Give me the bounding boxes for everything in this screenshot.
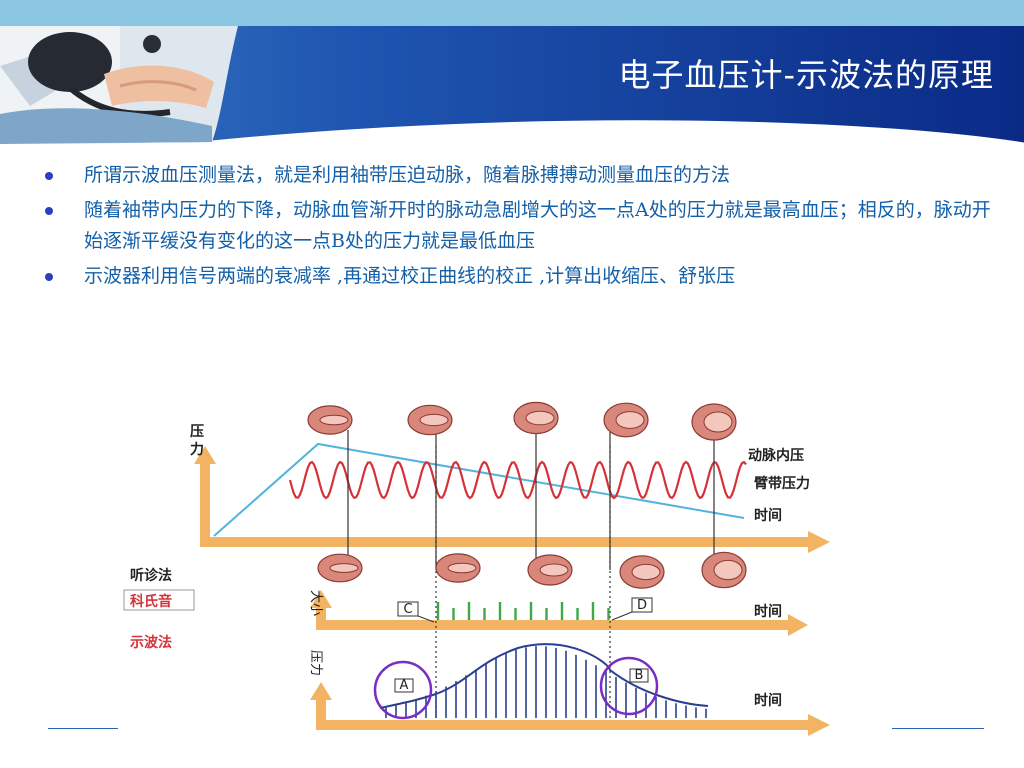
blood-pressure-photo	[0, 26, 238, 144]
bullet-item: 示波器利用信号两端的衰减率 ,再通过校正曲线的校正 ,计算出收缩压、舒张压	[44, 261, 994, 292]
cuff-pressure-line	[213, 442, 745, 537]
marker-a: A	[373, 660, 433, 720]
bullet-text: 随着袖带内压力的下降，动脉血管渐开时的脉动急剧增大的这一点A处的压力就是最高血压…	[84, 199, 991, 252]
auscultation-label: 听诊法	[130, 567, 172, 584]
oscillation-bars	[385, 646, 707, 718]
sound-axis-label: 大小	[308, 590, 323, 616]
marker-c-label: C	[403, 602, 412, 617]
time-axis-arrow	[200, 531, 830, 553]
artery-section-icon	[317, 553, 363, 583]
artery-section-icon	[603, 402, 649, 438]
artery-section-icon	[527, 554, 573, 586]
bullet-dot-icon	[45, 207, 53, 215]
pressure-axis-label-top: 压	[190, 424, 204, 440]
oscillometric-label: 示波法	[130, 634, 172, 651]
time-axis-arrow	[316, 714, 830, 736]
artery-section-icon	[701, 551, 747, 589]
time-label-1: 时间	[754, 507, 782, 524]
marker-d: D	[611, 597, 653, 621]
artery-section-icon	[619, 555, 665, 589]
artery-section-icon	[307, 405, 353, 435]
title-bar	[0, 26, 1024, 144]
artery-connectors	[347, 430, 715, 570]
sound-axis-arrow	[310, 590, 332, 630]
bullet-dot-icon	[45, 273, 53, 281]
bullet-list: 所谓示波血压测量法，就是利用袖带压迫动脉，随着脉搏搏动测量血压的方法 随着袖带内…	[44, 160, 994, 296]
marker-b-label: B	[635, 668, 644, 683]
korotkoff-bars	[436, 602, 610, 620]
pressure-axis-label-bottom: 力	[190, 441, 204, 458]
korotkoff-box	[123, 589, 195, 611]
slide-title: 电子血压计-示波法的原理	[618, 56, 994, 94]
artery-section-icon	[691, 403, 737, 441]
marker-c: C	[397, 601, 435, 623]
bullet-text: 所谓示波血压测量法，就是利用袖带压迫动脉，随着脉搏搏动测量血压的方法	[84, 164, 731, 186]
time-label-3: 时间	[754, 692, 782, 709]
footer-line-right	[892, 728, 984, 729]
top-band	[0, 0, 1024, 26]
pulse-wave	[288, 460, 747, 500]
marker-a-label: A	[400, 678, 409, 693]
amplitude-axis-arrow	[310, 682, 332, 730]
bullet-item: 所谓示波血压测量法，就是利用袖带压迫动脉，随着脉搏搏动测量血压的方法	[44, 160, 994, 191]
artery-icons	[307, 401, 747, 589]
oscillometric-diagram: C D A B 压 力 动脉内压 臂带压力 时间 时间 时间 听诊法 科氏音 示…	[123, 401, 830, 736]
bullet-dot-icon	[45, 172, 53, 180]
korotkoff-label: 科氏音	[130, 593, 172, 610]
marker-d-label: D	[637, 598, 647, 613]
cuff-pressure-label: 臂带压力	[754, 475, 810, 492]
bullet-text: 示波器利用信号两端的衰减率 ,再通过校正曲线的校正 ,计算出收缩压、舒张压	[84, 265, 736, 287]
time-label-2: 时间	[754, 603, 782, 620]
time-axis-arrow	[316, 614, 808, 636]
marker-b: B	[599, 656, 659, 716]
footer-line-left	[48, 728, 118, 729]
artery-section-icon	[513, 401, 559, 435]
bullet-item: 随着袖带内压力的下降，动脉血管渐开时的脉动急剧增大的这一点A处的压力就是最高血压…	[44, 195, 994, 257]
amplitude-axis-label: 压力	[308, 650, 323, 676]
artery-section-icon	[435, 553, 481, 583]
artery-pressure-label: 动脉内压	[748, 447, 804, 464]
pressure-axis-arrow	[194, 446, 216, 547]
artery-section-icon	[407, 404, 453, 436]
